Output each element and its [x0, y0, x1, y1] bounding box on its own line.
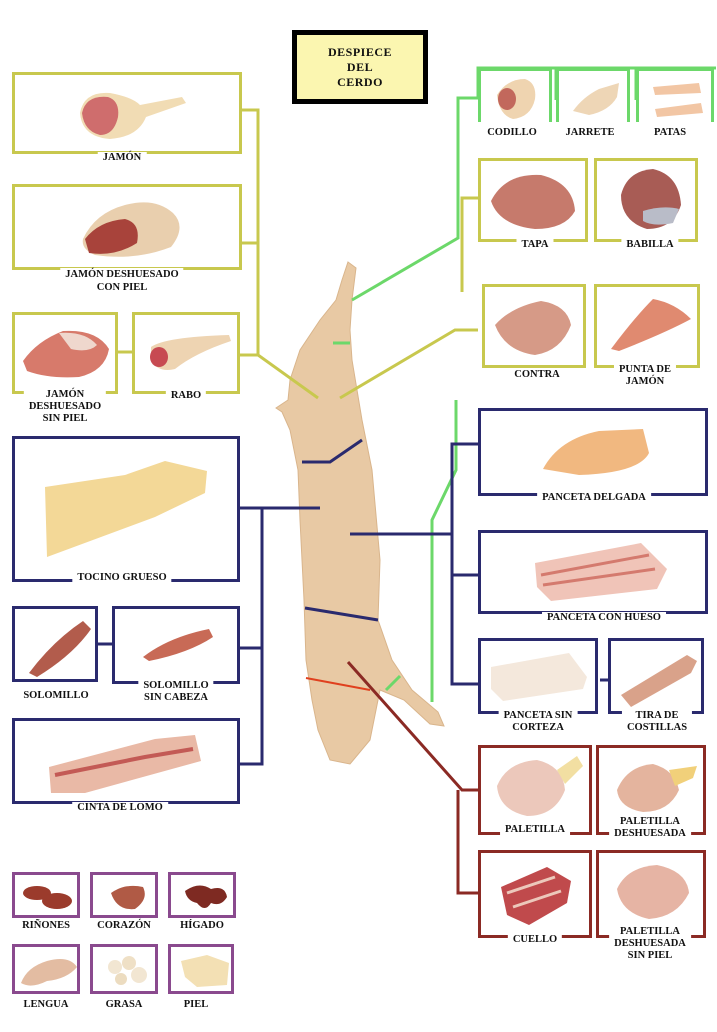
label-tira-de-costillas: TIRA DE COSTILLAS — [621, 710, 693, 734]
cut-card-piel[interactable] — [168, 944, 234, 994]
panceta-con-hueso-image — [535, 543, 667, 601]
label-jamon-deshuesado-sin-piel: JAMÓN DESHUESADO SIN PIEL — [23, 389, 107, 425]
panceta-sin-corteza-image — [491, 653, 587, 701]
label-codillo: CODILLO — [482, 127, 542, 139]
rabo-image — [150, 335, 231, 370]
cut-card-babilla[interactable] — [594, 158, 698, 242]
label-panceta-con-hueso: PANCETA CON HUESO — [542, 612, 666, 624]
label-panceta-sin-corteza: PANCETA SIN CORTEZA — [498, 710, 578, 734]
title-box: DESPIECE DEL CERDO — [292, 30, 428, 104]
punta-de-jamon-image — [611, 299, 691, 351]
cut-card-jamon[interactable] — [12, 72, 242, 154]
label-piel: PIEL — [178, 999, 214, 1011]
jamon-image — [80, 92, 186, 139]
label-corazon: CORAZÓN — [92, 920, 156, 932]
panceta-delgada-image — [543, 429, 649, 475]
lengua-image — [21, 959, 77, 986]
cut-card-solomillo[interactable] — [12, 606, 98, 682]
tapa-image — [491, 174, 575, 229]
label-solomillo: SOLOMILLO — [18, 690, 94, 702]
cut-card-grasa[interactable] — [90, 944, 158, 994]
label-lengua: LENGUA — [18, 999, 74, 1011]
label-paletilla: PALETILLA — [500, 824, 570, 836]
higado-image — [185, 885, 227, 908]
cut-card-cinta-de-lomo[interactable] — [12, 718, 240, 804]
paletilla-deshuesada-sin-piel-image — [617, 865, 689, 919]
jamon-deshuesado-sin-piel-image — [23, 330, 109, 378]
grasa-image — [108, 956, 147, 985]
label-jamon: JAMÓN — [97, 152, 147, 164]
cut-card-rabo[interactable] — [132, 312, 240, 394]
cuello-image — [501, 867, 571, 925]
cut-card-paletilla-deshuesada-sin-piel[interactable] — [596, 850, 706, 938]
cut-card-patas[interactable] — [636, 68, 714, 122]
cut-card-tira-de-costillas[interactable] — [608, 638, 704, 714]
label-rinones: RIÑONES — [17, 920, 75, 932]
solomillo-image — [29, 621, 91, 677]
cut-card-jamon-deshuesado-sin-piel[interactable] — [12, 312, 118, 394]
codillo-image — [497, 79, 536, 119]
label-patas: PATAS — [648, 127, 692, 139]
carcass-illustration — [275, 261, 445, 765]
cut-card-solomillo-sin-cabeza[interactable] — [112, 606, 240, 684]
label-paletilla-deshuesada: PALETILLA DESHUESADA — [609, 816, 691, 840]
jarrete-image — [573, 83, 619, 115]
jamon-deshuesado-con-piel-image — [82, 202, 180, 257]
cut-card-paletilla[interactable] — [478, 745, 592, 835]
title-line-2: DEL — [346, 59, 374, 74]
title-line-1: DESPIECE — [327, 44, 393, 59]
label-higado: HÍGADO — [175, 920, 229, 932]
cinta-de-lomo-image — [49, 735, 201, 793]
cut-card-panceta-sin-corteza[interactable] — [478, 638, 598, 714]
tocino-grueso-image — [45, 461, 207, 557]
cut-card-jarrete[interactable] — [556, 68, 630, 122]
solomillo-sin-cabeza-image — [143, 629, 213, 661]
corazon-image — [111, 885, 145, 910]
patas-image — [653, 83, 703, 117]
cut-card-higado[interactable] — [168, 872, 236, 918]
label-tocino-grueso: TOCINO GRUESO — [72, 572, 172, 584]
label-jamon-deshuesado-con-piel: JAMÓN DESHUESADO CON PIEL — [60, 268, 184, 294]
babilla-image — [621, 169, 681, 229]
label-grasa: GRASA — [100, 999, 148, 1011]
cut-card-jamon-deshuesado-con-piel[interactable] — [12, 184, 242, 270]
cut-card-cuello[interactable] — [478, 850, 592, 938]
label-rabo: RABO — [165, 390, 207, 402]
label-panceta-delgada: PANCETA DELGADA — [537, 492, 651, 504]
label-tapa: TAPA — [516, 239, 554, 251]
label-contra: CONTRA — [509, 369, 565, 381]
cut-card-tapa[interactable] — [478, 158, 588, 242]
cut-card-panceta-con-hueso[interactable] — [478, 530, 708, 614]
cut-card-rinones[interactable] — [12, 872, 80, 918]
cut-card-lengua[interactable] — [12, 944, 80, 994]
piel-image — [181, 955, 229, 987]
label-cuello: CUELLO — [507, 934, 563, 946]
label-cinta-de-lomo: CINTA DE LOMO — [72, 802, 168, 814]
cut-card-punta-de-jamon[interactable] — [594, 284, 700, 368]
rinones-image — [23, 886, 72, 909]
label-babilla: BABILLA — [621, 239, 679, 251]
label-solomillo-sin-cabeza: SOLOMILLO SIN CABEZA — [138, 680, 214, 704]
cut-card-tocino-grueso[interactable] — [12, 436, 240, 582]
cut-card-panceta-delgada[interactable] — [478, 408, 708, 496]
cut-card-contra[interactable] — [482, 284, 586, 368]
paletilla-deshuesada-image — [617, 764, 697, 812]
cut-card-corazon[interactable] — [90, 872, 158, 918]
paletilla-image — [497, 756, 583, 816]
label-jarrete: JARRETE — [560, 127, 620, 139]
label-paletilla-deshuesada-sin-piel: PALETILLA DESHUESADA SIN PIEL — [609, 926, 691, 962]
title-line-3: CERDO — [337, 74, 383, 89]
label-punta-de-jamon: PUNTA DE JAMÓN — [613, 364, 677, 388]
tira-de-costillas-image — [621, 655, 697, 707]
cut-card-codillo[interactable] — [478, 68, 552, 122]
contra-image — [495, 301, 571, 355]
